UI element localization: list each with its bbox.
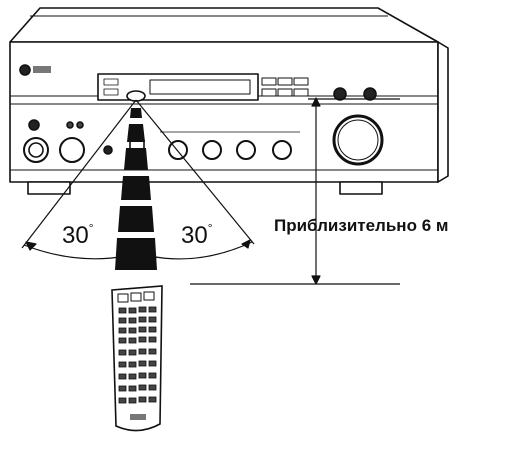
angle-right-value: 30	[181, 222, 208, 249]
remote-control	[111, 285, 163, 432]
receiver-input-buttons	[261, 77, 309, 97]
volume-knob	[332, 114, 384, 166]
angle-left-label: 30°	[62, 221, 94, 250]
small-knob-left	[333, 87, 347, 101]
angle-left-value: 30	[62, 222, 89, 249]
reception-angle-lines	[21, 99, 255, 260]
remote-yamaha-logo	[130, 414, 146, 420]
receiver-yamaha-logo	[19, 64, 51, 76]
distance-indicator	[190, 97, 400, 285]
receiver-controls	[23, 119, 300, 163]
small-knob-right	[363, 87, 377, 101]
receiver-display	[97, 73, 259, 101]
av-receiver	[9, 7, 449, 195]
angle-left-degree: °	[88, 221, 94, 235]
angle-right-degree: °	[207, 221, 213, 235]
distance-label: Приблизительно 6 м	[274, 216, 449, 235]
ir-signal-beam	[115, 108, 157, 270]
remote-sensor	[126, 90, 146, 102]
angle-right-label: 30°	[181, 221, 213, 250]
